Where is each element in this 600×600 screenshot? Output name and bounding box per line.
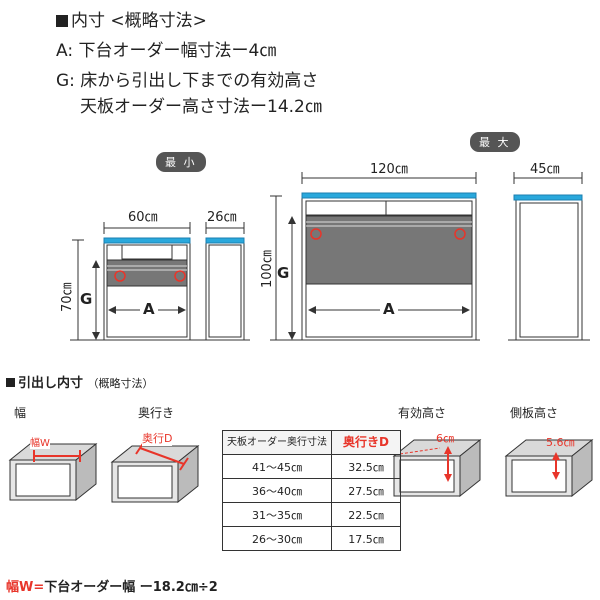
table-cell: 17.5㎝ <box>331 526 401 551</box>
min-a-label: A <box>140 300 158 318</box>
label-depth: 奥行き <box>138 406 175 420</box>
max-height-label: 100㎝ <box>260 250 275 288</box>
table-row: 36～40㎝ 27.5㎝ <box>222 478 401 503</box>
min-depth-label: 26㎝ <box>207 210 237 225</box>
table-row: 26～30㎝ 17.5㎝ <box>222 526 401 551</box>
min-label: 最 小 <box>156 152 206 172</box>
max-left-circle <box>310 228 322 240</box>
tag-width: 幅W <box>30 434 50 449</box>
header-line-a: A: 下台オーダー幅寸法ー4㎝ <box>56 41 277 61</box>
min-right-circle <box>174 270 186 282</box>
min-g-label: G <box>80 290 93 308</box>
label-width: 幅 <box>14 406 27 420</box>
min-width-label: 60㎝ <box>128 210 158 225</box>
drawer-diagrams <box>8 438 594 504</box>
header-title: 内寸 <概略寸法> <box>56 6 207 31</box>
table-row: 31～35㎝ 22.5㎝ <box>222 502 401 527</box>
label-side-height: 側板高さ <box>510 406 559 420</box>
table-cell: 27.5㎝ <box>331 478 401 503</box>
min-height-label: 70㎝ <box>60 282 75 312</box>
table-cell: 36～40㎝ <box>222 478 332 503</box>
tag-side: 5.6㎝ <box>546 436 575 449</box>
section2-title: 引出し内寸 （概略寸法） <box>6 372 154 391</box>
table-row: 41～45㎝ 32.5㎝ <box>222 454 401 479</box>
table-cell: 26～30㎝ <box>222 526 332 551</box>
max-a-label: A <box>380 300 398 318</box>
max-g-label: G <box>277 264 290 282</box>
header-line-g2: 天板オーダー高さ寸法ー14.2㎝ <box>80 97 322 117</box>
depth-table: 天板オーダー奥行寸法 奥行きD 41～45㎝ 32.5㎝ 36～40㎝ 27.5… <box>222 430 401 551</box>
label-effective-height: 有効高さ <box>398 406 447 420</box>
max-right-circle <box>454 228 466 240</box>
table-header-depth: 天板オーダー奥行寸法 <box>222 430 332 455</box>
max-label: 最 大 <box>470 132 520 152</box>
tag-depth: 奥行D <box>142 430 173 446</box>
table-cell: 32.5㎝ <box>331 454 401 479</box>
table-header-row: 天板オーダー奥行寸法 奥行きD <box>222 430 401 455</box>
table-cell: 41～45㎝ <box>222 454 332 479</box>
table-cell: 31～35㎝ <box>222 502 332 527</box>
max-depth-label: 45㎝ <box>530 162 560 177</box>
cabinet-diagram <box>70 172 590 341</box>
footer-formula: 幅W=下台オーダー幅 ー18.2㎝÷2 <box>6 580 218 595</box>
min-left-circle <box>114 270 126 282</box>
max-width-label: 120㎝ <box>370 162 408 177</box>
table-header-drawer-depth: 奥行きD <box>331 430 401 455</box>
tag-height: 6㎝ <box>436 432 454 445</box>
table-cell: 22.5㎝ <box>331 502 401 527</box>
header-line-g1: G: 床から引出し下までの有効高さ <box>56 71 319 91</box>
